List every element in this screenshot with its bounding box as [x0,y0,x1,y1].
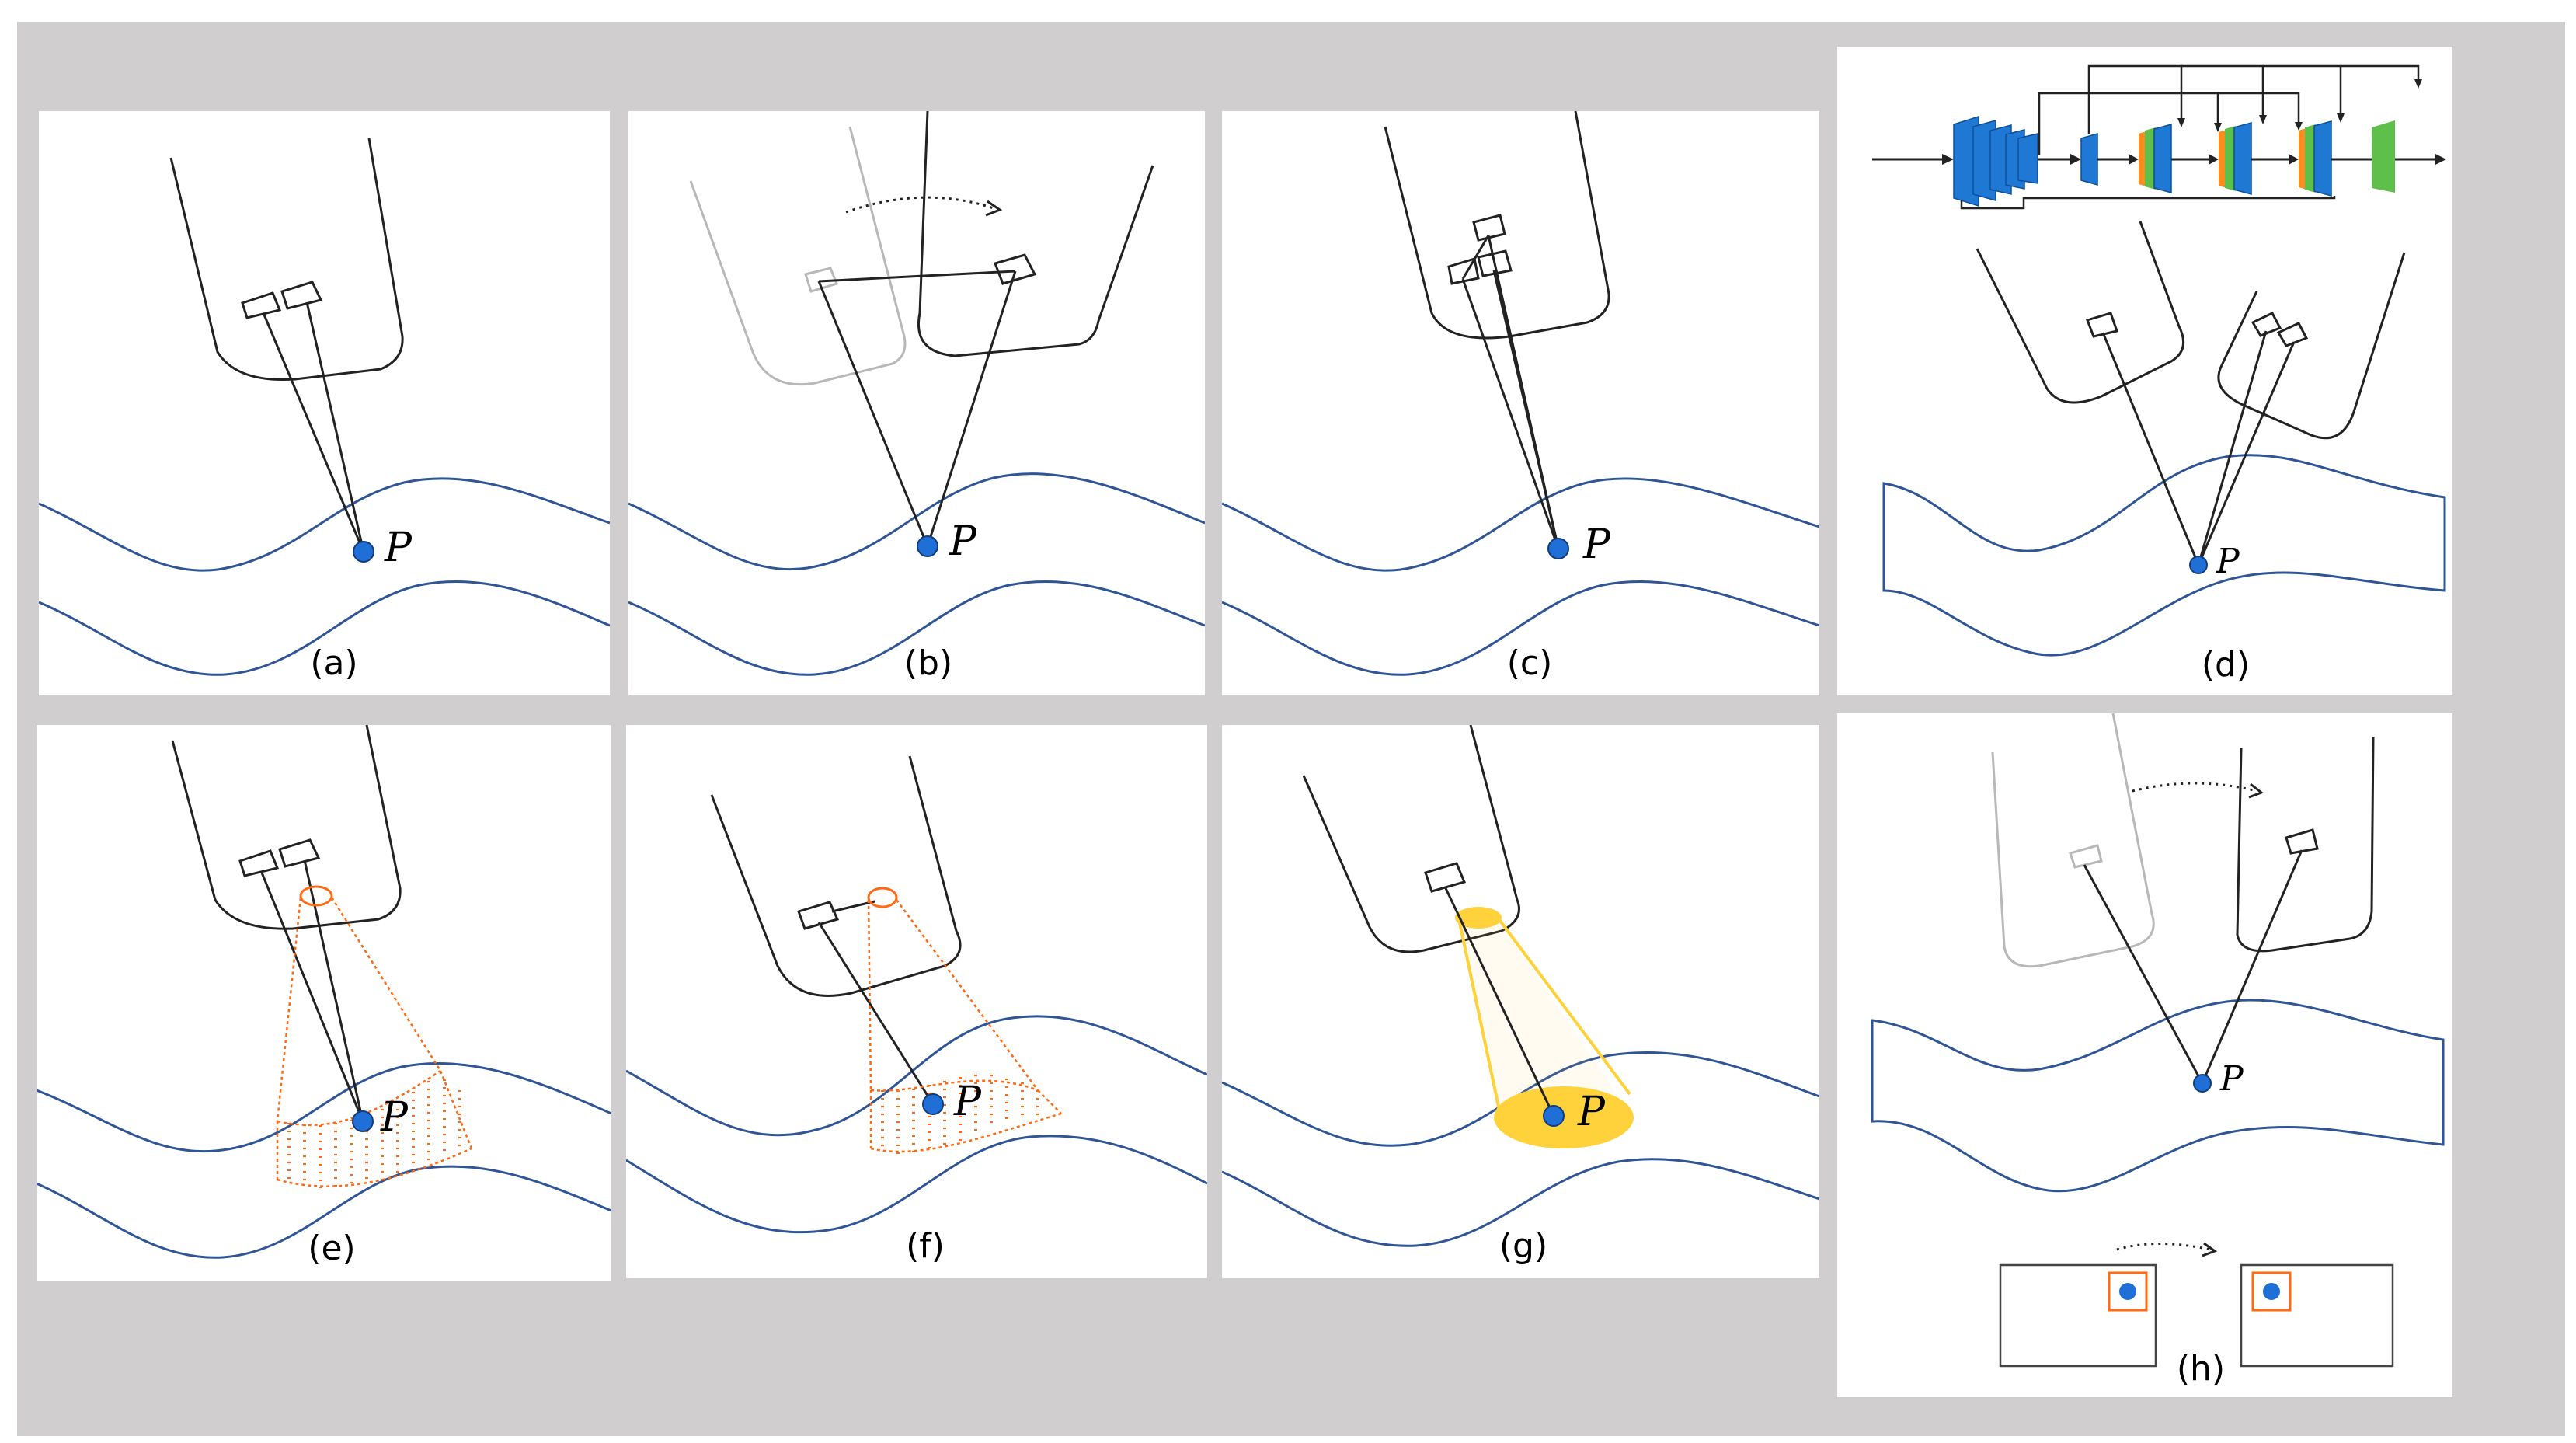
panel-f: P (f) [626,725,1207,1278]
point-label: P [949,518,976,565]
figure-canvas: P (a) P (b [17,22,2565,1436]
frame-motion-arrow [2116,1243,2211,1251]
panel-caption: (b) [903,643,953,683]
point-p [1547,538,1569,559]
panel-e-drawing [37,725,611,1259]
endoscope [1302,725,1520,953]
point-label: P [1583,521,1610,568]
endoscope [169,138,404,382]
panel-caption: (h) [2176,1349,2226,1389]
rays [817,900,935,1105]
endoscope-previous-pose [689,126,907,386]
panel-caption: (c) [1506,643,1553,683]
panel-caption: (g) [1499,1226,1548,1266]
rays [817,270,1017,547]
point-p [2193,1074,2212,1093]
point-label: P [385,525,412,571]
image-frame-2 [2240,1263,2394,1368]
panel-g-drawing [1222,725,1819,1247]
panel-b: P (b) [628,111,1205,695]
point-label: P [1578,1089,1605,1135]
panel-e: P (e) [37,725,611,1281]
endoscope [1384,111,1610,340]
panel-d-drawing [1872,64,2446,657]
panel-h: P (h) [1837,713,2452,1397]
rays [1461,235,1560,549]
point-label: P [2220,1059,2244,1099]
panel-a: P (a) [39,111,610,695]
network-diagram [1872,64,2446,210]
panel-h-drawing [1871,713,2445,1368]
point-p [352,1110,374,1132]
camera-icon [797,901,840,930]
rays [1443,886,1555,1117]
endoscope [171,725,402,930]
endoscope-previous-pose [1991,713,2155,968]
tissue-surface [628,472,1205,676]
point-p [1543,1105,1565,1127]
motion-arrow [845,196,994,214]
tissue-surface [37,1061,611,1259]
point-label: P [2216,542,2240,581]
frame-motion-arrowhead [2202,1242,2218,1257]
image-frame-1 [1999,1263,2157,1368]
tissue-surface [39,477,610,676]
panel-caption: (d) [2201,645,2251,685]
stereo-camera-icon [238,838,321,877]
structured-light-projection [276,885,473,1188]
rays [2101,330,2296,566]
rays [263,301,365,552]
panel-a-drawing [39,138,610,676]
endoscope-2 [2217,252,2406,440]
panel-b-drawing [628,111,1205,676]
rays [260,859,364,1122]
point-p [2189,556,2208,574]
motion-arrowhead [2248,782,2264,799]
point-p [353,541,374,563]
endoscope-current-pose [917,111,1154,357]
panel-f-drawing [626,755,1207,1234]
tissue-surface [1871,999,2445,1193]
trinocular-camera-icon [1447,214,1513,285]
endoscope-1 [1976,221,2185,404]
panel-c-drawing [1222,111,1819,676]
panel-caption: (e) [308,1229,356,1268]
structured-light-projection [867,887,1062,1154]
camera-icon [1424,862,1467,893]
tissue-surface [1222,477,1819,676]
stereo-camera-icon [241,281,323,319]
point-label: P [381,1094,408,1141]
panel-d: P (d) [1837,47,2452,695]
endoscope [710,755,962,997]
tissue-surface [1882,454,2446,657]
point-p [917,535,938,557]
panel-c: P (c) [1222,111,1819,695]
panel-caption: (f) [906,1226,945,1266]
point-p [922,1093,944,1115]
point-label: P [954,1079,981,1125]
tissue-surface [626,1015,1207,1234]
rays [2083,849,2303,1084]
endoscope-current-pose [2236,736,2375,953]
panel-caption: (a) [310,643,358,683]
motion-arrowhead [985,200,1003,217]
panel-g: P (g) [1222,725,1819,1278]
motion-arrow [2132,782,2257,793]
